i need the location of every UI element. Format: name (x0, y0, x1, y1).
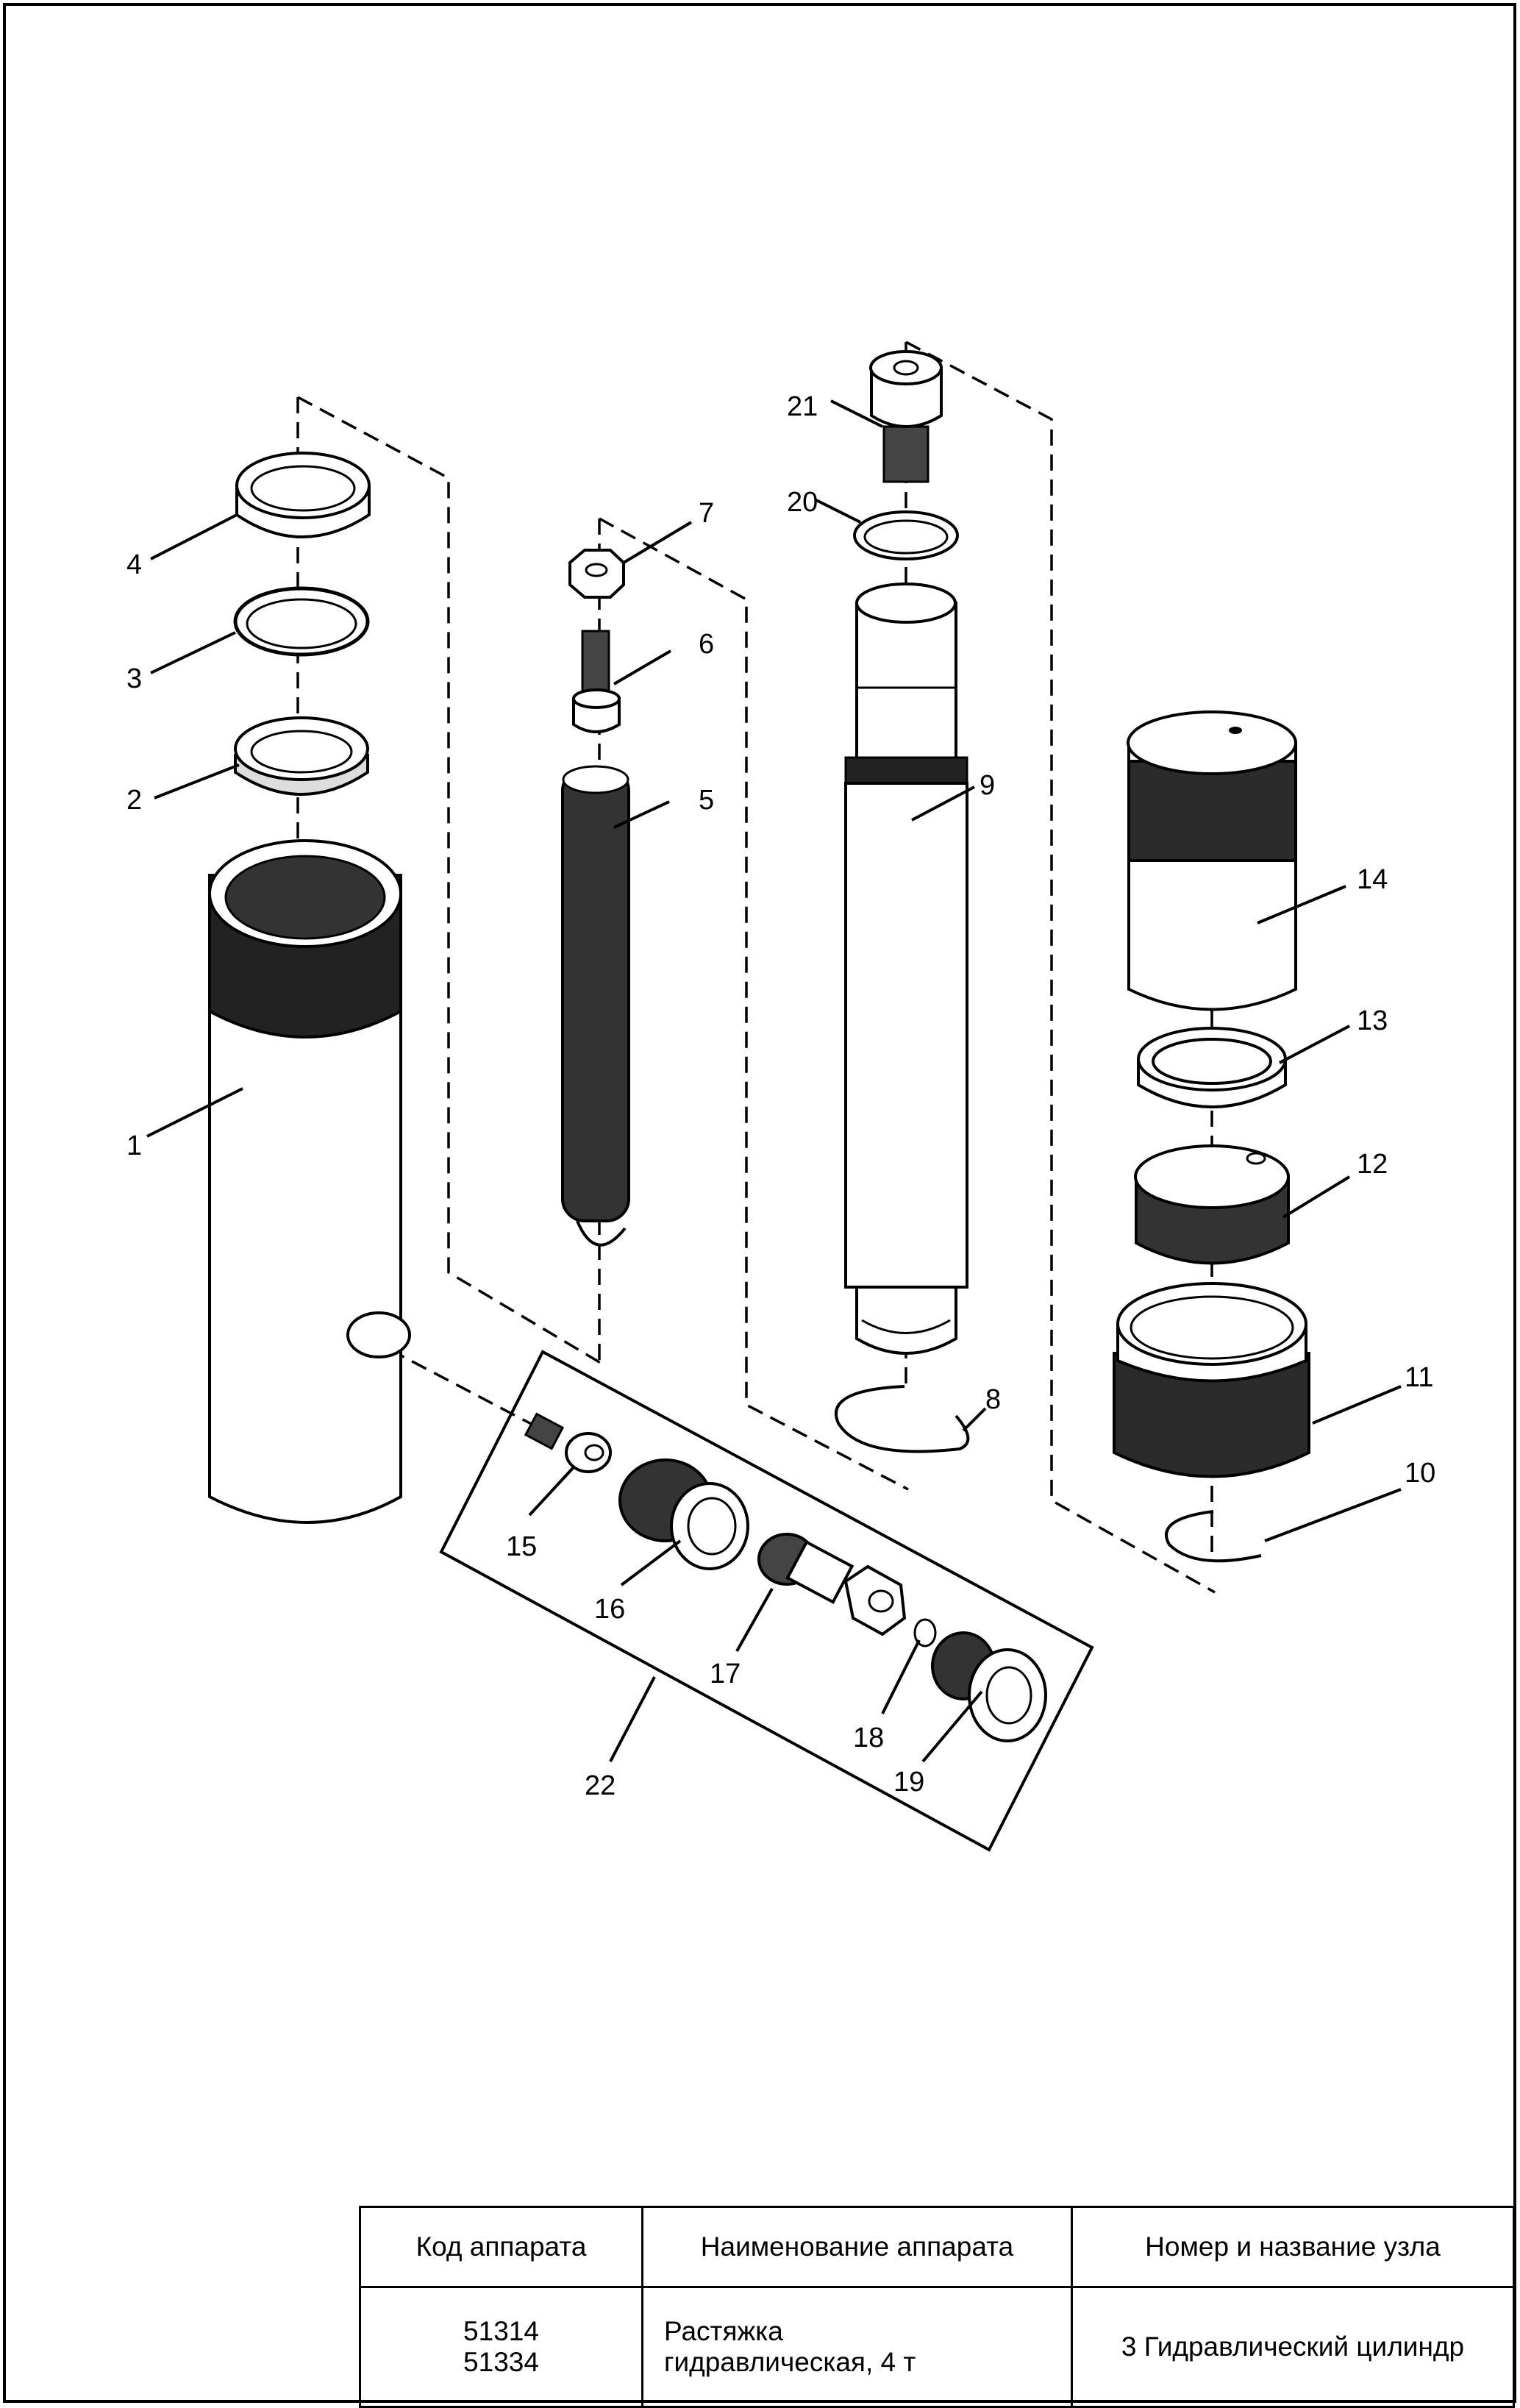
part-15-screw (524, 1412, 612, 1473)
part-7-nut (568, 549, 625, 599)
callout-19: 19 (893, 1767, 924, 1798)
callout-7: 7 (699, 498, 714, 529)
callout-14: 14 (1357, 864, 1388, 895)
callout-10: 10 (1405, 1458, 1435, 1489)
callout-6: 6 (699, 629, 714, 660)
title-block-value-row: 51314 51334 Растяжка гидравлическая, 4 т… (359, 2286, 1515, 2408)
part-14-cap (1127, 710, 1297, 1011)
callout-13: 13 (1357, 1005, 1388, 1036)
header-assembly: Номер и название узла (1071, 2206, 1515, 2288)
title-block-table: Код аппарата Наименование аппарата Номер… (359, 2206, 1515, 2408)
device-name-line-2: гидравлическая, 4 т (664, 2347, 916, 2377)
leader-lines (146, 399, 1402, 1763)
part-22-group-frame (439, 1350, 1094, 1852)
part-4-ring (235, 452, 371, 538)
callout-16: 16 (594, 1594, 625, 1625)
part-18-washer (913, 1618, 937, 1648)
part-12-ring (1134, 1144, 1290, 1265)
callout-22: 22 (585, 1770, 616, 1801)
callout-11: 11 (1405, 1362, 1433, 1393)
part-2-ring (234, 716, 369, 796)
assembly-name-cell: 3 Гидравлический цилиндр (1071, 2286, 1515, 2408)
part-10-retaining-ring (1165, 1510, 1262, 1563)
callout-5: 5 (699, 785, 714, 816)
callout-numbers: 1 2 3 4 5 6 7 8 9 10 11 12 13 14 15 16 1… (126, 391, 1435, 1801)
callout-15: 15 (506, 1531, 537, 1562)
device-code-1: 51314 (463, 2316, 539, 2346)
callout-4: 4 (126, 549, 142, 580)
part-5-spring (561, 765, 630, 1247)
callout-21: 21 (787, 391, 818, 422)
callout-12: 12 (1357, 1149, 1388, 1180)
part-16-knurled-nut (618, 1458, 749, 1570)
device-code-2: 51334 (463, 2347, 539, 2377)
callout-8: 8 (985, 1384, 1001, 1415)
title-block-header-row: Код аппарата Наименование аппарата Номер… (359, 2206, 1515, 2288)
part-17-valve-body (757, 1533, 907, 1636)
part-1-cylinder-body (208, 839, 411, 1524)
header-device-name: Наименование аппарата (641, 2206, 1073, 2288)
callout-17: 17 (710, 1659, 741, 1689)
part-8-retaining-ring (834, 1385, 970, 1453)
part-21-fitting (869, 350, 943, 483)
callout-18: 18 (853, 1723, 884, 1753)
part-3-seal (233, 586, 370, 657)
part-20-washer (853, 510, 959, 560)
part-11-nut (1113, 1282, 1310, 1478)
part-19-plug (931, 1631, 1047, 1742)
part-9-piston-rod (844, 583, 968, 1355)
header-device-code: Код аппарата (359, 2206, 643, 2288)
device-codes-cell: 51314 51334 (359, 2286, 643, 2408)
part-13-ring (1137, 1027, 1287, 1108)
callout-3: 3 (126, 663, 142, 694)
callout-2: 2 (126, 785, 142, 816)
callout-9: 9 (980, 770, 995, 801)
callout-1: 1 (126, 1130, 142, 1161)
assembly-guide-lines (296, 341, 1216, 1594)
device-name-cell: Растяжка гидравлическая, 4 т (641, 2286, 1073, 2408)
part-6-bolt (572, 630, 621, 733)
callout-20: 20 (787, 487, 818, 518)
device-name-line-1: Растяжка (664, 2316, 783, 2346)
